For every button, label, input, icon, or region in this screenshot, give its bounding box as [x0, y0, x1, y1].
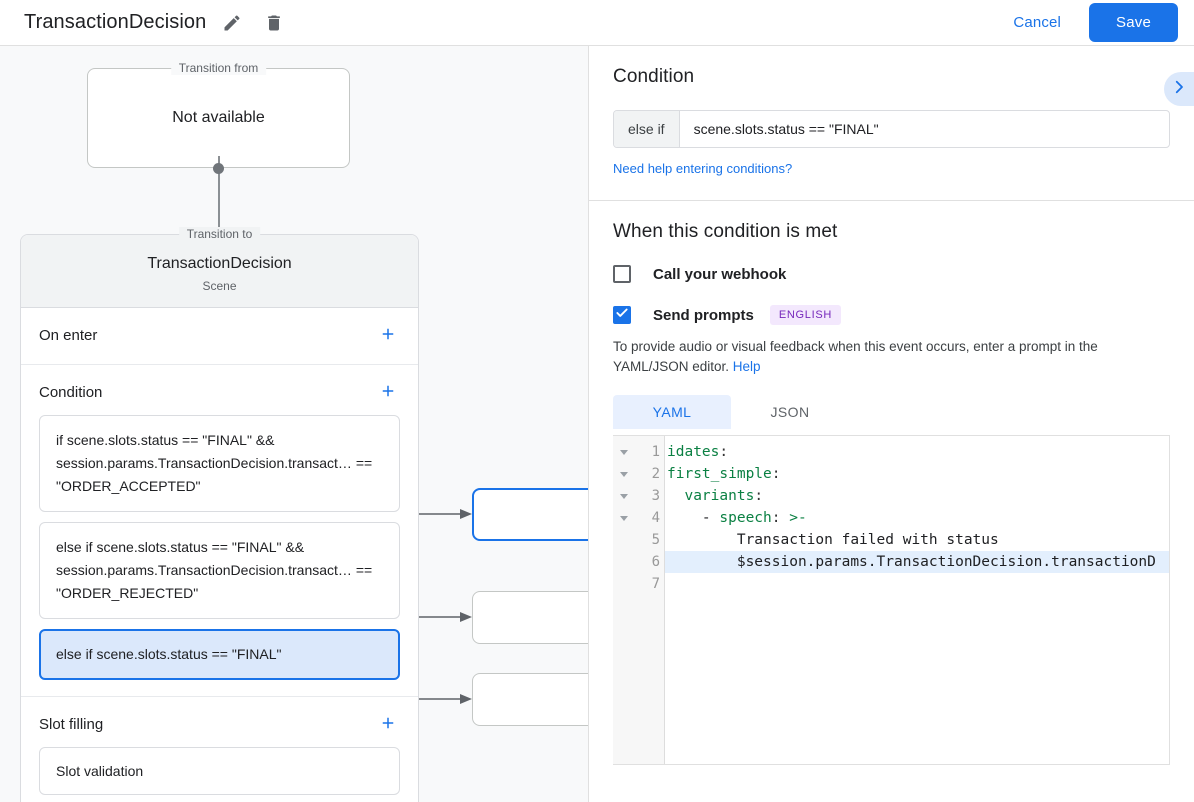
condition-card[interactable]: else if scene.slots.status == "FINAL" &&… — [39, 522, 400, 619]
scene-card: Transition to TransactionDecision Scene … — [20, 227, 419, 802]
fold-spacer — [613, 551, 635, 573]
code-editor[interactable]: 1 2 3 4 5 6 7 idates: first_simple: variants: -… — [613, 435, 1170, 765]
fold-toggle-icon[interactable] — [613, 507, 635, 529]
editor-code-line[interactable]: Transaction failed with status — [736, 532, 999, 548]
panel-expand-button[interactable] — [1164, 72, 1194, 106]
panel-condition-section: Condition else if Need help entering con… — [589, 46, 1194, 201]
transition-from-legend: Transition from — [170, 61, 267, 75]
check-icon — [615, 306, 629, 325]
details-panel: Condition else if Need help entering con… — [588, 46, 1194, 802]
fold-toggle-icon[interactable] — [613, 485, 635, 507]
section-header-on-enter: On enter — [39, 322, 400, 348]
condition-help-link[interactable]: Need help entering conditions? — [613, 161, 793, 176]
condition-prefix: else if — [614, 111, 680, 147]
editor-line-number: 3 — [651, 488, 660, 504]
send-prompts-label: Send prompts — [653, 306, 754, 324]
language-badge: ENGLISH — [769, 305, 842, 325]
top-bar-actions: Cancel Save — [997, 3, 1194, 42]
editor-fold-gutter[interactable] — [613, 436, 635, 764]
when-met-title: When this condition is met — [613, 221, 838, 242]
editor-code-line[interactable]: first_simple: — [667, 466, 781, 482]
transition-to-legend: Transition to — [178, 227, 261, 241]
top-bar: TransactionDecision Cancel Save — [0, 0, 1194, 46]
editor-line-numbers: 1 2 3 4 5 6 7 — [635, 436, 665, 764]
editor-code-line[interactable]: variants: — [684, 488, 764, 504]
add-on-enter-button[interactable] — [376, 323, 400, 347]
section-header-slot-filling: Slot filling — [39, 711, 400, 737]
editor-line-number: 6 — [651, 554, 660, 570]
fold-spacer — [613, 573, 635, 595]
fold-toggle-icon[interactable] — [613, 463, 635, 485]
panel-when-met-section: When this condition is met Call your web… — [589, 201, 1194, 765]
webhook-label: Call your webhook — [653, 265, 787, 283]
panel-condition-title: Condition — [613, 66, 695, 87]
section-title-condition: Condition — [39, 383, 103, 401]
transition-from-value: Not available — [172, 109, 265, 126]
scene-name: TransactionDecision — [147, 255, 292, 272]
edit-button[interactable] — [216, 7, 248, 39]
save-button[interactable]: Save — [1089, 3, 1178, 42]
editor-code-line[interactable]: - speech: >- — [667, 510, 807, 526]
plus-icon — [379, 714, 397, 735]
section-title-on-enter: On enter — [39, 326, 98, 344]
prompts-helper-text: To provide audio or visual feedback when… — [613, 337, 1170, 377]
section-on-enter: On enter — [21, 308, 418, 365]
fold-toggle-icon[interactable] — [613, 441, 635, 463]
section-header-condition: Condition — [39, 379, 400, 405]
graph-canvas-inner: Transition from Not available — [0, 46, 588, 802]
add-slot-filling-button[interactable] — [376, 712, 400, 736]
pencil-icon — [222, 13, 242, 33]
scene-type: Scene — [202, 279, 237, 293]
prompts-helper-body: To provide audio or visual feedback when… — [613, 339, 1098, 374]
condition-expression-input[interactable] — [679, 111, 1169, 147]
tab-yaml[interactable]: YAML — [613, 395, 731, 429]
section-title-slot-filling: Slot filling — [39, 715, 104, 733]
trash-icon — [264, 13, 284, 33]
target-node-2[interactable] — [472, 591, 588, 644]
editor-code-line[interactable] — [665, 573, 1169, 595]
section-slot-filling: Slot filling Slot validation — [21, 697, 418, 802]
fold-spacer — [613, 529, 635, 551]
section-condition: Condition if scene.slots.status == "FINA… — [21, 365, 418, 697]
send-prompts-checkbox-row[interactable]: Send prompts ENGLISH — [613, 305, 1170, 325]
send-prompts-checkbox[interactable] — [613, 306, 631, 324]
editor-line-number: 4 — [651, 510, 660, 526]
editor-line-number: 7 — [651, 576, 660, 592]
cancel-button[interactable]: Cancel — [997, 6, 1077, 39]
page-title: TransactionDecision — [24, 11, 207, 33]
condition-input-row[interactable]: else if — [613, 110, 1170, 148]
webhook-checkbox-row[interactable]: Call your webhook — [613, 265, 1170, 283]
webhook-checkbox[interactable] — [613, 265, 631, 283]
condition-card[interactable]: if scene.slots.status == "FINAL" && sess… — [39, 415, 400, 512]
editor-line-number: 2 — [651, 466, 660, 482]
editor-code-area[interactable]: idates: first_simple: variants: - speech:… — [665, 436, 1169, 764]
target-node-1[interactable] — [472, 488, 588, 541]
target-node-3[interactable] — [472, 673, 588, 726]
add-condition-button[interactable] — [376, 380, 400, 404]
plus-icon — [379, 382, 397, 403]
editor-code-line[interactable]: idates: — [667, 444, 729, 460]
editor-line-number: 1 — [651, 444, 660, 460]
delete-button[interactable] — [258, 7, 290, 39]
editor-line-number: 5 — [651, 532, 660, 548]
scene-header[interactable]: Transition to TransactionDecision Scene — [21, 227, 418, 308]
editor-code-line[interactable]: $session.params.TransactionDecision.tran… — [665, 551, 1169, 573]
graph-canvas[interactable]: Transition from Not available — [0, 46, 588, 802]
condition-card[interactable]: else if scene.slots.status == "FINAL" — [39, 629, 400, 680]
prompts-help-link[interactable]: Help — [732, 359, 761, 374]
plus-icon — [379, 325, 397, 346]
chevron-right-icon — [1170, 78, 1188, 101]
tab-json[interactable]: JSON — [770, 404, 810, 420]
editor-format-tabs: YAML JSON — [613, 395, 1170, 429]
slot-validation-card[interactable]: Slot validation — [39, 747, 400, 795]
transition-from-node[interactable]: Transition from Not available — [87, 61, 350, 168]
